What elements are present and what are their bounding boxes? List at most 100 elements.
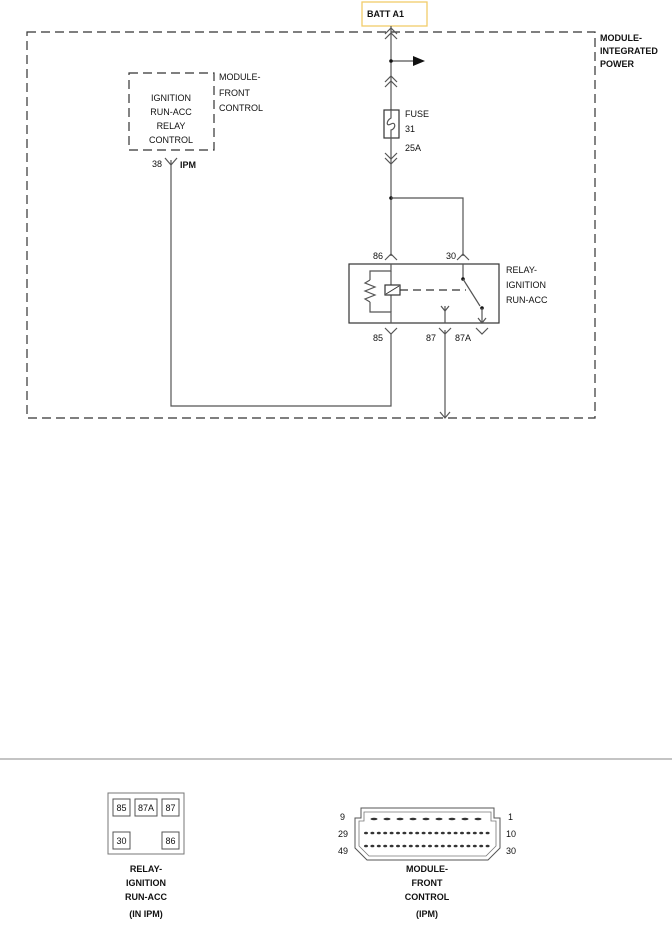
connector-chevron-icon-2 [384, 75, 398, 88]
relay-connector-caption: RELAY- IGNITION RUN-ACC (IN IPM) [125, 864, 167, 919]
connector-pin [460, 831, 464, 835]
connector-pin [453, 831, 458, 835]
connector-pin [434, 831, 439, 835]
svg-text:87A: 87A [455, 333, 471, 343]
connector-pin [461, 817, 469, 821]
connector-pin [435, 817, 443, 821]
connector-pin [402, 831, 407, 835]
svg-text:RUN-ACC: RUN-ACC [506, 295, 548, 305]
connector-pin [383, 817, 391, 821]
ipm-label: IPM [180, 160, 196, 170]
connector-pin [409, 817, 417, 821]
cell-85 [112, 798, 131, 817]
pin-38-label: 38 [152, 159, 162, 169]
cell-87 [161, 798, 180, 817]
fuse-label: FUSE [405, 109, 429, 119]
connector-pin [408, 831, 413, 835]
svg-text:(IPM): (IPM) [416, 909, 438, 919]
connector-pin [370, 831, 375, 835]
connector-pin [421, 831, 426, 835]
connector-pin [460, 844, 464, 848]
svg-text:MODULE-: MODULE- [600, 33, 642, 43]
pin30-feed-wire [391, 197, 464, 256]
svg-text:RELAY-: RELAY- [506, 265, 537, 275]
connector-pin [383, 844, 388, 848]
connector-pin [396, 817, 404, 821]
connector-chevron-down-icon [384, 152, 398, 165]
svg-text:POWER: POWER [600, 59, 635, 69]
svg-text:30: 30 [506, 846, 516, 856]
connector-chevron-icon [384, 27, 398, 40]
svg-text:10: 10 [506, 829, 516, 839]
connector-pin [440, 844, 445, 848]
pin87a-inner-chevron-icon [477, 317, 487, 324]
svg-text:RUN-ACC: RUN-ACC [150, 107, 192, 117]
connector-pin [422, 817, 430, 821]
batt-label: BATT A1 [367, 9, 404, 19]
pin87a-chevron-icon [475, 327, 489, 335]
fuse-element [386, 110, 396, 138]
connector-pin [485, 831, 490, 835]
svg-text:87: 87 [165, 803, 175, 813]
connector-pin [474, 817, 482, 821]
connector-pin [472, 844, 477, 848]
relay-pin-labels: 86 30 85 87 87A [373, 251, 471, 343]
svg-text:INTEGRATED: INTEGRATED [600, 46, 658, 56]
connector-pin [479, 831, 484, 835]
svg-text:RUN-ACC: RUN-ACC [125, 892, 167, 902]
connector-pin [396, 844, 400, 848]
svg-text:29: 29 [338, 829, 348, 839]
switch-arm [462, 278, 481, 307]
connector-pin [440, 831, 445, 835]
svg-text:9: 9 [340, 812, 345, 822]
connector-pin [389, 844, 394, 848]
module-integrated-power-boundary [26, 31, 596, 419]
coil-diagonal [385, 285, 400, 295]
front-control-box [128, 72, 215, 151]
pin85-chevron-icon [384, 327, 398, 335]
connector-pin [376, 831, 381, 835]
connector-pin [383, 831, 388, 835]
pin86-chevron-icon [384, 253, 398, 261]
svg-text:30: 30 [446, 251, 456, 261]
connector-pin [428, 831, 432, 835]
pin30-chevron-icon [456, 253, 470, 261]
module-connector-shell [354, 807, 501, 861]
connector-pin [396, 831, 400, 835]
connector-pin [376, 844, 381, 848]
cell-86 [161, 831, 180, 850]
svg-text:(IN IPM): (IN IPM) [129, 909, 163, 919]
svg-text:CONTROL: CONTROL [405, 892, 450, 902]
cell-87a [134, 798, 158, 817]
fuse-rating: 25A [405, 143, 421, 153]
front-control-box-label: IGNITION RUN-ACC RELAY CONTROL [149, 93, 193, 145]
splice-dot [389, 59, 393, 63]
svg-text:MODULE-: MODULE- [406, 864, 448, 874]
svg-text:85: 85 [373, 333, 383, 343]
svg-text:86: 86 [165, 836, 175, 846]
svg-text:85: 85 [116, 803, 126, 813]
connector-pin [466, 844, 471, 848]
svg-text:86: 86 [373, 251, 383, 261]
svg-text:FRONT: FRONT [412, 878, 443, 888]
pin87-inner-chevron-icon [440, 305, 450, 312]
svg-text:CONTROL: CONTROL [219, 103, 263, 113]
connector-pin [364, 831, 368, 835]
connector-pin [479, 844, 484, 848]
svg-text:87A: 87A [138, 803, 154, 813]
relay-connector-cell-labels: 85 87A 87 30 86 [116, 803, 175, 846]
connector-pin [402, 844, 407, 848]
connector-pin [389, 831, 394, 835]
module-connector-caption: MODULE- FRONT CONTROL (IPM) [405, 864, 450, 919]
svg-text:RELAY-: RELAY- [130, 864, 162, 874]
connector-pin [434, 844, 439, 848]
control-wire [170, 160, 392, 407]
svg-text:87: 87 [426, 333, 436, 343]
svg-text:MODULE-: MODULE- [219, 72, 261, 82]
coil-wire-top [369, 264, 392, 280]
output-chevron-icon [439, 411, 451, 419]
svg-text:IGNITION: IGNITION [506, 280, 546, 290]
fuse-number: 31 [405, 124, 415, 134]
connector-pin [447, 844, 452, 848]
